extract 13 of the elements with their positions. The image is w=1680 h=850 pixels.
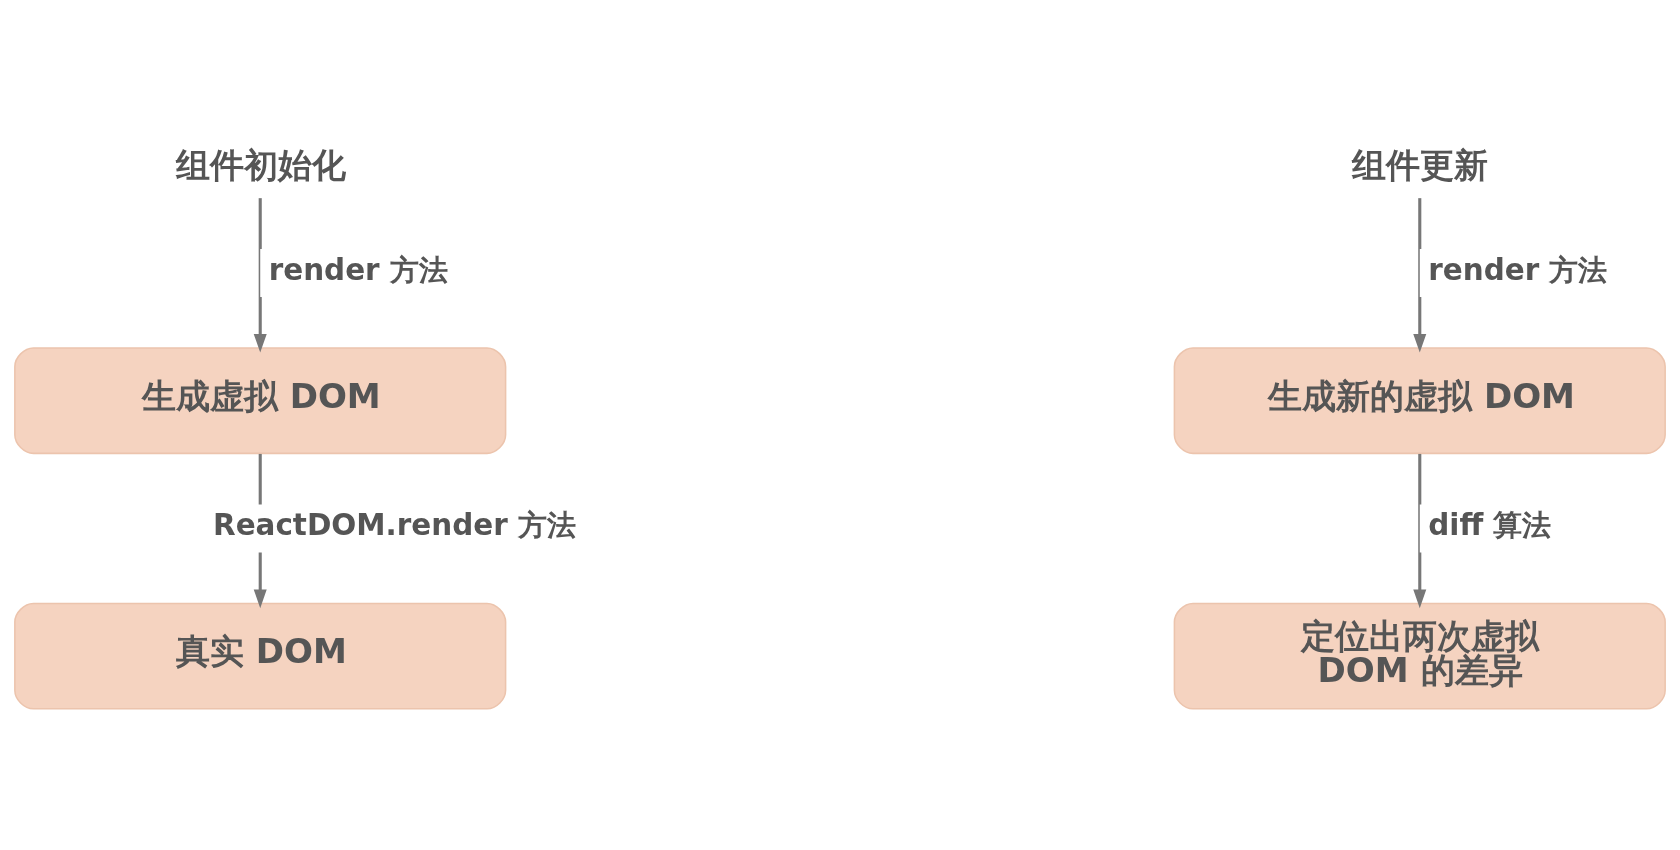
- node-box: 定位出两次虚拟DOM 的差异: [1173, 602, 1666, 710]
- arrow: [1413, 197, 1427, 353]
- node-text: 组件更新: [1351, 144, 1488, 185]
- node-box: 生成虚拟 DOM: [14, 346, 507, 454]
- arrow: [253, 197, 267, 353]
- edge-label: render 方法: [268, 252, 448, 287]
- edge-label: ReactDOM.render 方法: [213, 507, 576, 542]
- edge-label: diff 算法: [1428, 507, 1552, 542]
- node-box: 生成新的虚拟 DOM: [1173, 346, 1666, 454]
- arrow: [1413, 453, 1427, 608]
- node-box: 真实 DOM: [14, 602, 507, 710]
- node-text: 组件初始化: [175, 144, 346, 185]
- edge-label: render 方法: [1428, 252, 1608, 287]
